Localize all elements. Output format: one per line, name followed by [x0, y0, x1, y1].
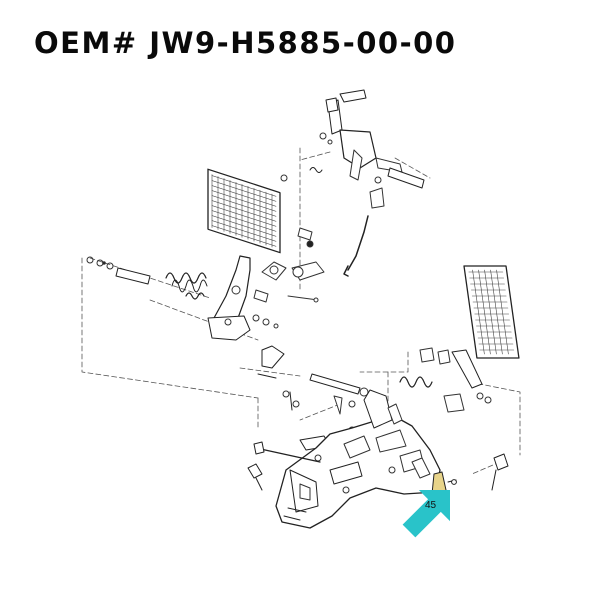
- accelerator-pedal: [399, 265, 520, 413]
- brake-pedal-assembly: [86, 168, 325, 341]
- mounting-bolt: [491, 453, 509, 491]
- parking-brake-lever: [280, 89, 425, 277]
- long-bolt: [247, 441, 321, 491]
- part-callout-number: 45: [425, 500, 437, 511]
- pivot-shaft: [257, 345, 369, 451]
- arrow-up-left-icon: [402, 490, 450, 538]
- oem-part-number-title: OEM# JW9-H5885-00-00: [34, 26, 457, 60]
- pedal-base-bracket: [275, 389, 441, 529]
- leader-lines: [81, 147, 521, 475]
- brake-pedal-pad: [207, 168, 281, 254]
